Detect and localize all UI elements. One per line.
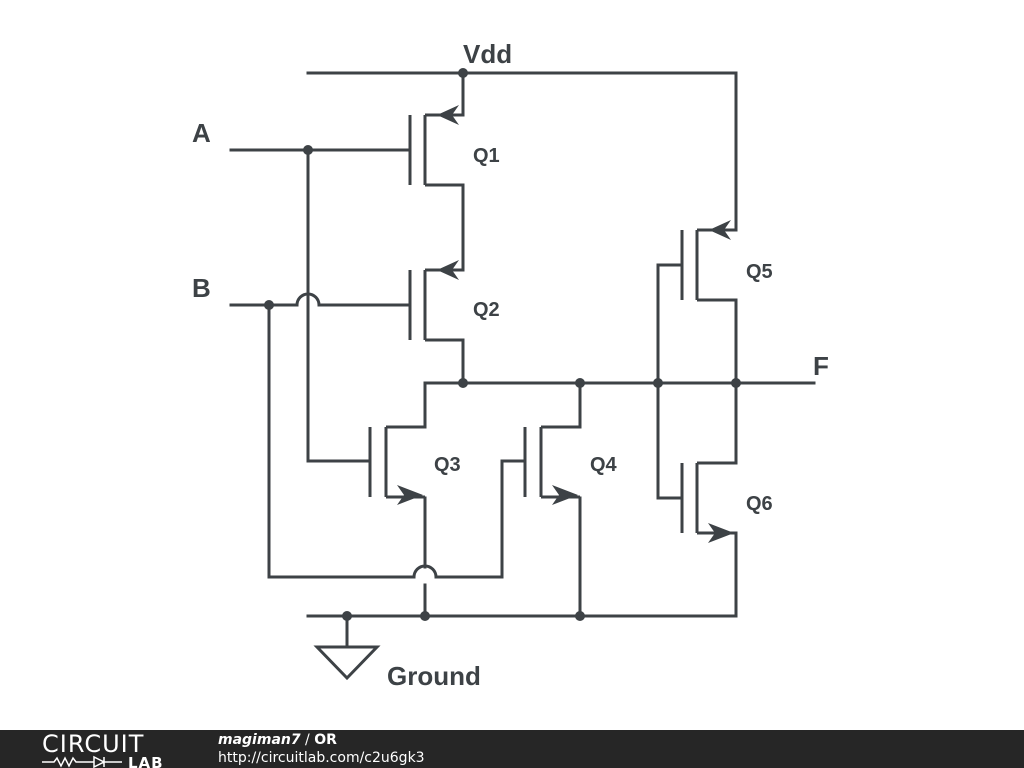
transistor-q6	[658, 461, 736, 543]
q6-label: Q6	[746, 493, 773, 515]
q1-label: Q1	[473, 145, 500, 167]
transistor-q4	[523, 425, 580, 505]
credit-separator: /	[300, 732, 315, 748]
q3-label: Q3	[434, 454, 461, 476]
input-a-label: A	[192, 118, 211, 148]
footer-bar: CIRCUIT LAB magiman7 / OR http://circuit…	[0, 730, 1024, 768]
logo-top-text: CIRCUIT	[42, 732, 144, 758]
circuitlab-logo[interactable]: CIRCUIT LAB	[42, 732, 182, 768]
transistor-q1	[408, 105, 463, 187]
transistor-q5	[658, 220, 736, 302]
junction-dots	[264, 68, 741, 621]
author-name[interactable]: magiman7	[218, 732, 301, 748]
circuit-title[interactable]: OR	[314, 732, 337, 748]
input-b-wire	[229, 292, 412, 307]
circuit-schematic: Vdd A B F Ground Q1 Q2 Q3 Q4 Q5 Q6	[192, 39, 829, 691]
circuit-url[interactable]: http://circuitlab.com/c2u6gk3	[218, 750, 425, 766]
vdd-rail	[306, 71, 738, 232]
q2-label: Q2	[473, 299, 500, 321]
transistor-q2	[408, 260, 463, 342]
resistor-diode-icon	[42, 755, 122, 768]
output-f-label: F	[813, 351, 829, 381]
ground-symbol	[313, 614, 381, 681]
input-b-to-q4-wire	[267, 303, 527, 579]
q5-label: Q5	[746, 261, 773, 283]
q4-label: Q4	[590, 454, 618, 476]
credit-line: magiman7 / OR	[218, 731, 425, 749]
ground-label: Ground	[387, 661, 481, 691]
logo-bottom-text: LAB	[128, 754, 164, 768]
vdd-label: Vdd	[463, 39, 512, 69]
input-b-label: B	[192, 273, 211, 303]
input-a-to-q3-wire	[306, 148, 372, 463]
transistor-q3	[368, 425, 425, 505]
credit-block: magiman7 / OR http://circuitlab.com/c2u6…	[218, 731, 425, 767]
